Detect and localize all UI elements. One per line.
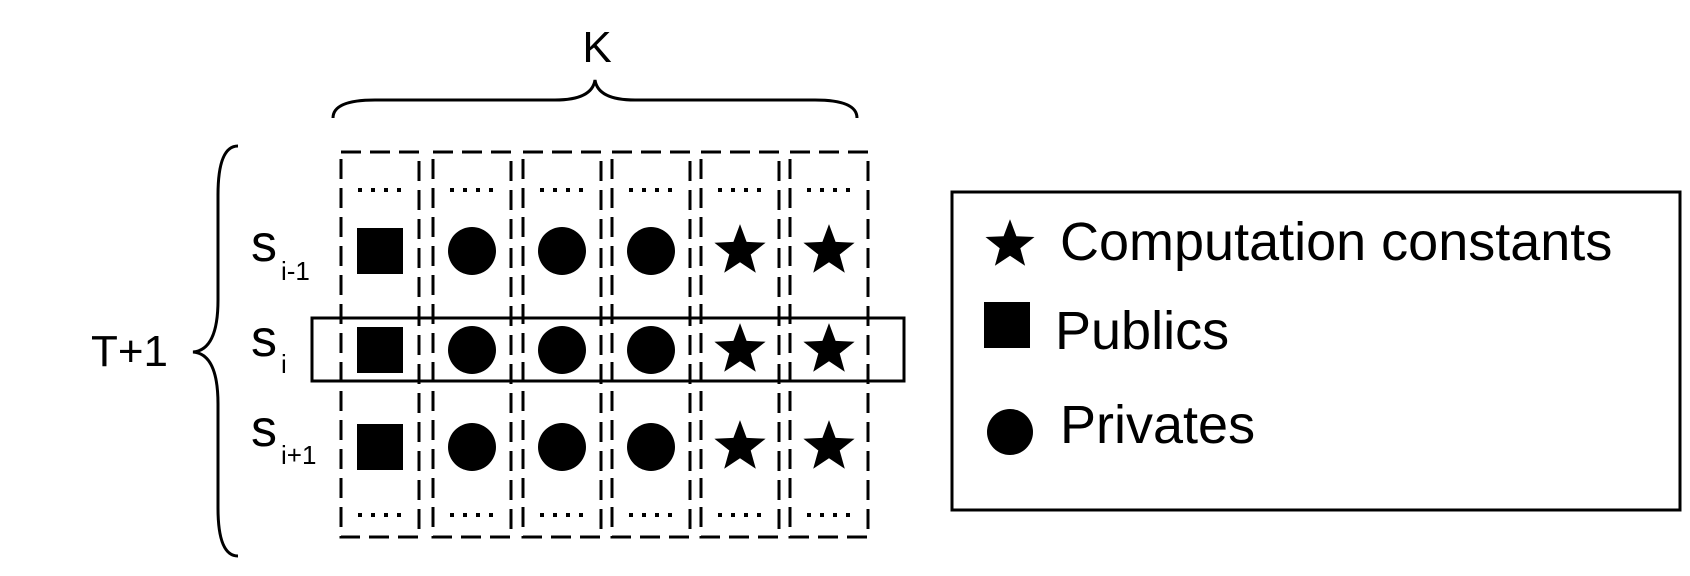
column-box bbox=[610, 150, 692, 539]
cell-star-icon bbox=[803, 323, 855, 372]
row-label-s-i: s i bbox=[251, 310, 287, 379]
legend-icons bbox=[984, 219, 1035, 455]
legend-label-privates: Privates bbox=[1060, 395, 1255, 455]
cell-star-icon bbox=[714, 224, 766, 273]
legend-label-computation-constants: Computation constants bbox=[1060, 212, 1612, 272]
cell-circle-icon bbox=[627, 326, 675, 374]
cell-circle-icon bbox=[448, 423, 496, 471]
highlighted-row-box bbox=[310, 316, 906, 383]
column-count-label: K bbox=[582, 23, 611, 72]
column-brace bbox=[331, 79, 859, 119]
cell-circle-icon bbox=[538, 227, 586, 275]
row-label-subscript: i-1 bbox=[281, 256, 310, 286]
cell-circle-icon bbox=[538, 326, 586, 374]
cell-circle-icon bbox=[627, 423, 675, 471]
cell-star-icon bbox=[714, 420, 766, 469]
cell-square-icon bbox=[357, 327, 403, 373]
legend-box bbox=[950, 190, 1682, 512]
cell-star-icon bbox=[803, 420, 855, 469]
row-brace bbox=[192, 144, 239, 558]
row-label-subscript: i+1 bbox=[281, 440, 316, 470]
row-label-base: s bbox=[251, 215, 277, 273]
cell-star-icon bbox=[803, 224, 855, 273]
cell-star-icon bbox=[714, 323, 766, 372]
legend-label-publics: Publics bbox=[1055, 301, 1229, 361]
row-label-subscript: i bbox=[281, 349, 287, 379]
row-label-base: s bbox=[251, 310, 277, 368]
row-label-s-i-minus-1: s i-1 bbox=[251, 215, 310, 286]
cell-symbols bbox=[357, 224, 855, 471]
cell-square-icon bbox=[357, 424, 403, 470]
cell-circle-icon bbox=[448, 227, 496, 275]
cell-square-icon bbox=[357, 228, 403, 274]
cell-circle-icon bbox=[538, 423, 586, 471]
legend-circle-icon bbox=[987, 409, 1033, 455]
column-box bbox=[699, 150, 781, 539]
column-box bbox=[788, 150, 870, 539]
cell-circle-icon bbox=[448, 326, 496, 374]
legend-star-icon bbox=[985, 219, 1035, 266]
column-box bbox=[431, 150, 513, 539]
row-label-s-i-plus-1: s i+1 bbox=[251, 400, 316, 470]
column-box bbox=[521, 150, 603, 539]
column-boxes bbox=[339, 150, 870, 539]
row-label-base: s bbox=[251, 400, 277, 458]
row-count-label: T+1 bbox=[91, 327, 168, 376]
legend-square-icon bbox=[984, 302, 1030, 348]
column-box bbox=[339, 150, 421, 539]
cell-circle-icon bbox=[627, 227, 675, 275]
